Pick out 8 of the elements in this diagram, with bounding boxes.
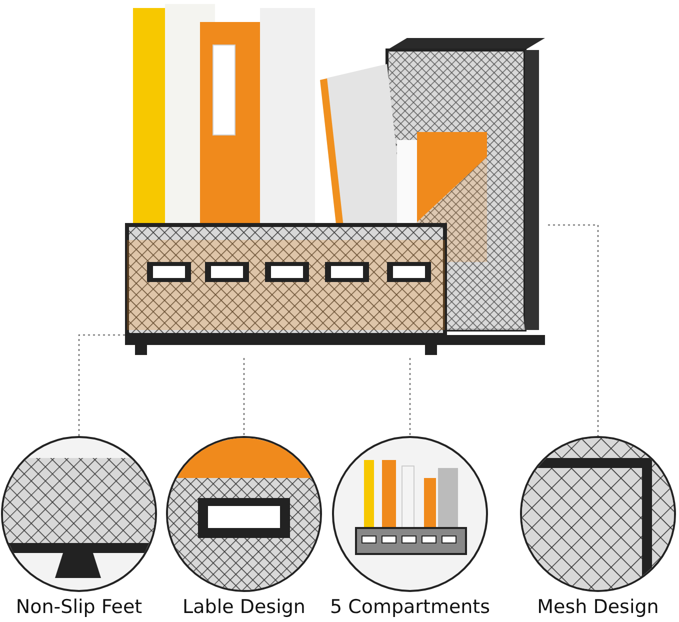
node-label: Non-Slip Feet	[16, 596, 142, 618]
node-label: Lable Design	[182, 596, 306, 618]
leader-line	[243, 358, 245, 436]
leader-line	[78, 334, 125, 436]
node-label: Mesh Design	[537, 596, 659, 618]
leader-line	[409, 358, 411, 436]
leader-line	[548, 224, 599, 436]
node-label: 5 Compartments	[330, 596, 490, 618]
